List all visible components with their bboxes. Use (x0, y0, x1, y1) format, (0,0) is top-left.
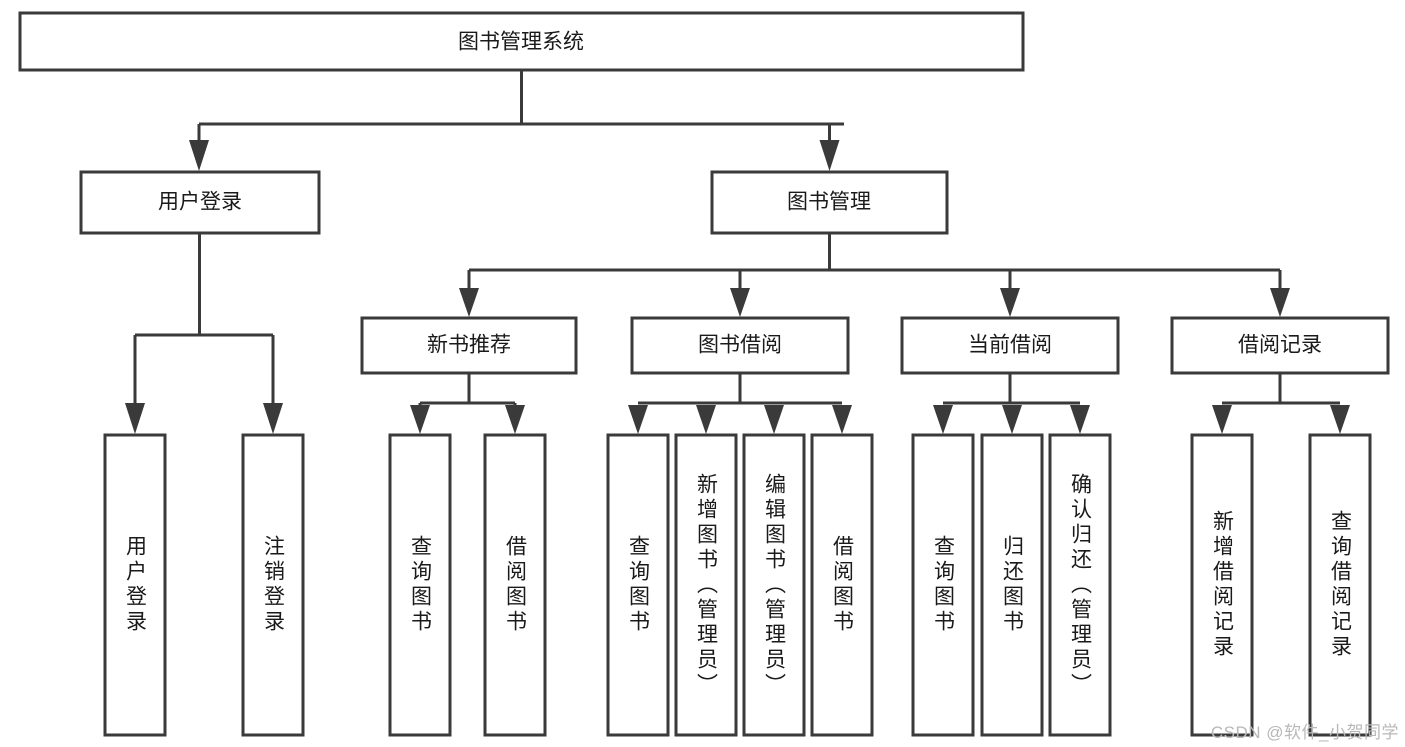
leaf-box-user-login[interactable] (103, 433, 167, 737)
arrow-head-nbr-leaf-2 (505, 405, 525, 434)
node-user-login[interactable]: 用户登录 (79, 170, 321, 235)
node-current-borrow[interactable]: 当前借阅 (900, 316, 1120, 375)
leaf-box-query-book-bb[interactable] (606, 433, 670, 737)
root-label: 图书管理系统 (458, 31, 584, 54)
arrow-head-book-borrow (730, 288, 750, 317)
leaf-box-borrow-book-nbr[interactable] (483, 433, 547, 737)
arrow-head-leaf-user-login (125, 403, 145, 434)
arrow-head-bb-leaf-3 (764, 405, 784, 434)
leaf-box-confirm-return[interactable] (1048, 433, 1112, 737)
book-management-label: 图书管理 (787, 191, 871, 214)
current-borrow-label: 当前借阅 (968, 334, 1052, 357)
arrow-head-nbr-leaf-1 (410, 405, 430, 434)
leaf-box-borrow-book-bb[interactable] (810, 433, 874, 737)
current-borrow-box[interactable] (900, 316, 1120, 375)
leaf-box-query-borrow-rec[interactable] (1308, 433, 1372, 737)
root-box[interactable] (18, 11, 1025, 72)
new-book-recommend-label: 新书推荐 (427, 334, 511, 357)
arrow-head-leaf-logout (263, 403, 283, 434)
book-management-box[interactable] (710, 170, 949, 235)
user-login-box[interactable] (79, 170, 321, 235)
node-book-borrow[interactable]: 图书借阅 (630, 316, 850, 375)
leaf-box-layer (103, 433, 1372, 737)
arrow-head-user-login (189, 140, 209, 171)
leaf-box-logout[interactable] (241, 433, 305, 737)
book-borrow-box[interactable] (630, 316, 850, 375)
user-login-label: 用户登录 (158, 191, 242, 214)
borrow-record-label: 借阅记录 (1238, 334, 1322, 357)
arrow-head-borrow-record (1270, 288, 1290, 317)
borrow-record-box[interactable] (1170, 316, 1390, 375)
arrow-head-book-mgmt (819, 140, 840, 171)
arrow-head-new-book-rec (459, 288, 479, 317)
node-root[interactable]: 图书管理系统 (18, 11, 1025, 72)
leaf-box-add-borrow-record[interactable] (1190, 433, 1254, 737)
leaf-box-add-book-admin[interactable] (674, 433, 738, 737)
leaf-box-return-book[interactable] (980, 433, 1044, 737)
new-book-recommend-box[interactable] (360, 316, 578, 375)
arrow-head-current-borrow (1000, 288, 1020, 317)
arrow-head-cb-leaf-2 (1002, 405, 1022, 434)
connector-layer (125, 70, 1350, 434)
node-new-book-recommend[interactable]: 新书推荐 (360, 316, 578, 375)
node-book-management[interactable]: 图书管理 (710, 170, 949, 235)
leaf-box-query-book-cb[interactable] (911, 433, 975, 737)
leaf-box-query-book-nbr[interactable] (388, 433, 452, 737)
arrow-head-cb-leaf-3 (1070, 405, 1090, 434)
arrow-head-bb-leaf-4 (832, 405, 852, 434)
node-borrow-record[interactable]: 借阅记录 (1170, 316, 1390, 375)
arrow-head-br-leaf-1 (1212, 405, 1232, 434)
arrow-head-br-leaf-2 (1330, 405, 1350, 434)
arrow-head-cb-leaf-1 (933, 405, 953, 434)
arrow-head-bb-leaf-2 (696, 405, 716, 434)
arrow-head-bb-leaf-1 (628, 405, 648, 434)
book-borrow-label: 图书借阅 (698, 334, 782, 357)
leaf-box-edit-book-admin[interactable] (742, 433, 806, 737)
